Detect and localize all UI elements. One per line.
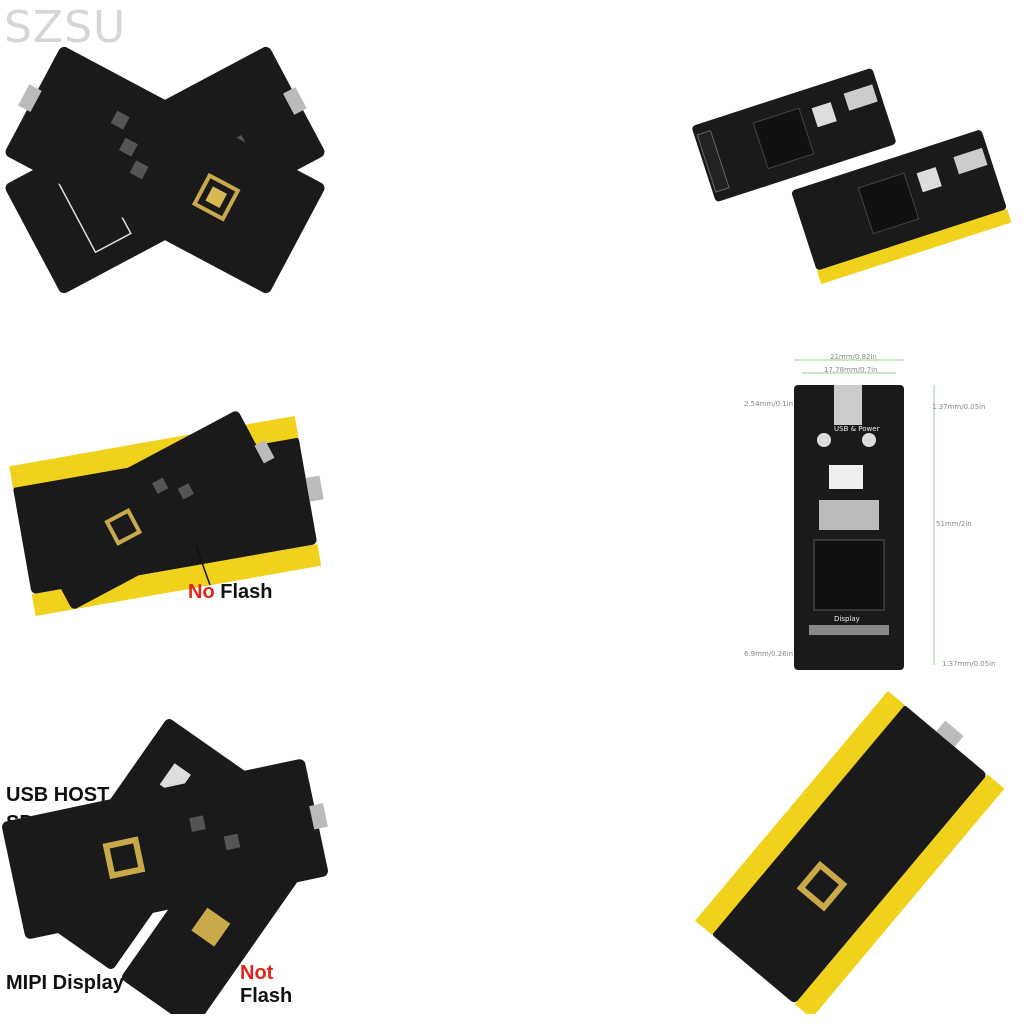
board-back-tilted-image <box>5 46 325 294</box>
dim-bottom-left: 6.9mm/0.26in <box>744 650 794 658</box>
label-usb: USB & Power <box>834 425 880 433</box>
no-flash-suffix: Flash <box>220 581 273 603</box>
board-back-flat-image <box>2 759 328 939</box>
board-back-tilted-panel <box>0 0 330 330</box>
not-flash-label: Not Flash <box>240 962 330 1008</box>
board-with-headers-angled-image <box>695 690 1005 1014</box>
no-flash-label: No Flash <box>188 581 272 604</box>
dim-length: 51mm/2in <box>936 520 972 528</box>
board-back-flat-panel <box>0 684 330 1014</box>
dim-bottom-right: 1.37mm/0.05in <box>942 660 996 668</box>
watermark: SZSU <box>4 2 127 53</box>
board-with-headers-angled-panel <box>684 684 1014 1014</box>
dim-width-total: 21mm/0.82in <box>830 353 877 361</box>
no-flash-prefix: No <box>188 581 215 603</box>
dim-width-pins: 17.78mm/0.7in <box>824 366 878 374</box>
dimension-diagram-image <box>794 359 935 670</box>
board-no-flash-image <box>27 411 283 609</box>
two-boards-top-angled-panel <box>684 0 1014 330</box>
not-flash-prefix: Not <box>240 962 274 984</box>
label-display: Display <box>834 615 860 623</box>
board-no-flash-panel: No Flash <box>0 345 330 675</box>
dim-pitch: 2.54mm/0.1in <box>744 400 794 408</box>
mipi-display-label: MIPI Display <box>6 972 124 994</box>
two-boards-top-angled-image <box>692 68 1012 285</box>
dim-top-offset: 1.37mm/0.05in <box>932 403 986 411</box>
not-flash-suffix: Flash <box>240 985 293 1007</box>
board-dimension-diagram-panel: 21mm/0.82in 17.78mm/0.7in 2.54mm/0.1in 1… <box>684 345 1014 675</box>
usb-host-label: USB HOST <box>6 784 110 806</box>
